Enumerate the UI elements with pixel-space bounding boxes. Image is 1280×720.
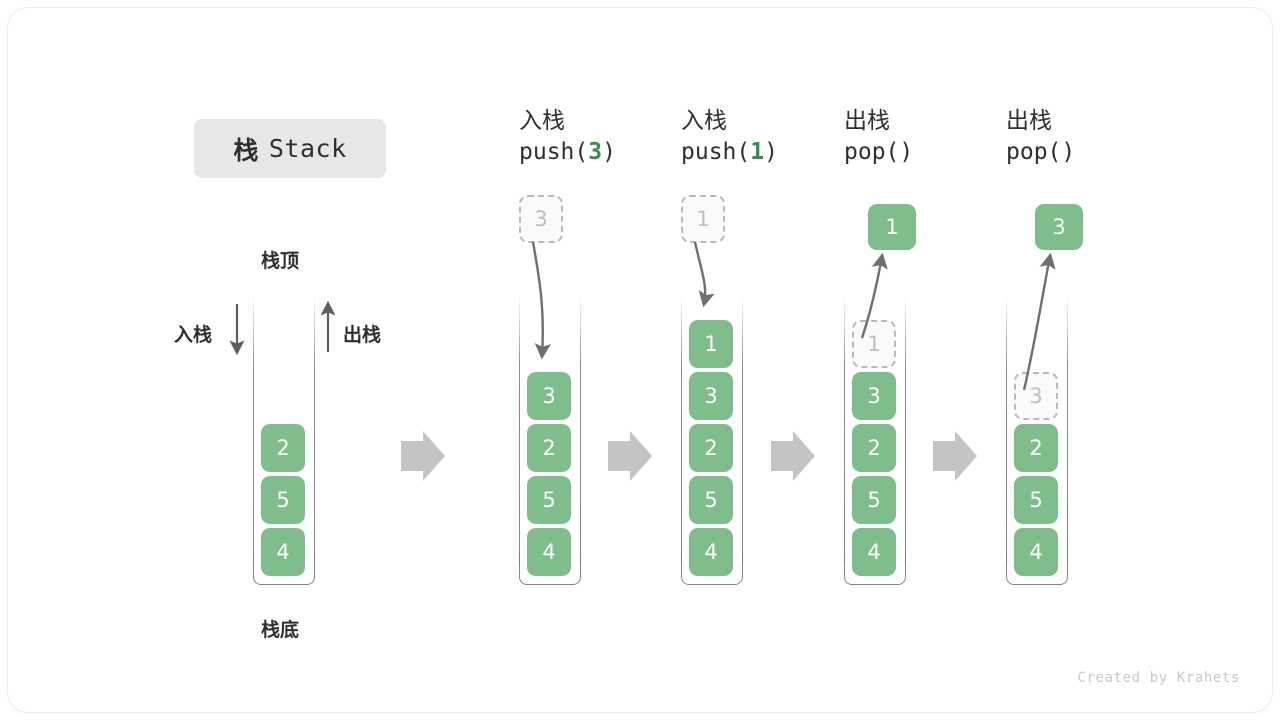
tube-wall-left: [253, 296, 254, 564]
stack-element: 4: [527, 528, 571, 576]
tube-wall-left: [519, 296, 520, 564]
code-arg: 1: [750, 139, 765, 165]
code-arg: 3: [588, 139, 603, 165]
code-suffix: ): [764, 139, 778, 165]
tube-wall-right: [742, 296, 743, 564]
title-cjk: 栈: [233, 135, 259, 165]
transition-arrow: [401, 431, 445, 481]
removed-ghost-element: 3: [1014, 372, 1058, 420]
pop-direction-label: 出栈: [343, 324, 382, 346]
stage-caption-push-3: 入栈 push(3): [519, 106, 616, 168]
stack-tube-initial: [253, 296, 315, 586]
stage-caption-cjk: 入栈: [519, 108, 565, 134]
title-latin: Stack: [268, 134, 347, 163]
popped-result-element: 3: [1035, 204, 1083, 250]
tube-wall-right: [905, 296, 906, 564]
stage-caption-pop-3: 出栈 pop(): [1006, 106, 1075, 168]
code-suffix: ): [899, 139, 914, 165]
stage-caption-code: push(3): [519, 136, 616, 168]
tube-bottom: [519, 554, 581, 585]
transition-arrow: [608, 431, 652, 481]
incoming-ghost-element: 1: [681, 195, 725, 243]
stack-bottom-label: 栈底: [261, 619, 300, 641]
tube-wall-right: [314, 296, 315, 564]
tube-wall-left: [844, 296, 845, 564]
code-prefix: pop(: [1006, 139, 1062, 165]
push-direction-label: 入栈: [174, 324, 213, 346]
tube-bottom: [1006, 554, 1068, 585]
stack-element: 2: [261, 424, 305, 472]
stage-caption-pop-1: 出栈 pop(): [844, 106, 913, 168]
stack-tube-pop-1: [844, 296, 906, 586]
tube-wall-right: [1067, 296, 1068, 564]
stage-caption-cjk: 出栈: [844, 108, 890, 134]
stack-element: 5: [852, 476, 896, 524]
code-prefix: push(: [519, 139, 589, 165]
stack-element: 4: [689, 528, 733, 576]
stack-tube-push-1: [681, 296, 743, 586]
stack-element: 5: [261, 476, 305, 524]
diagram-card: 栈 Stack 栈顶 栈底 入栈 出栈 入栈 push(3) 入栈 push(1…: [8, 8, 1272, 712]
incoming-ghost-element: 3: [519, 195, 563, 243]
stack-element: 5: [689, 476, 733, 524]
stack-tube-push-3: [519, 296, 581, 586]
stack-element: 3: [689, 372, 733, 420]
code-suffix: ): [1061, 139, 1076, 165]
stack-element: 2: [527, 424, 571, 472]
title-badge: 栈 Stack: [194, 119, 386, 178]
code-prefix: pop(: [844, 139, 900, 165]
tube-bottom: [253, 554, 315, 585]
arrows-overlay: [229, 241, 1056, 481]
stage-caption-code: push(1): [681, 136, 778, 168]
tube-wall-right: [580, 296, 581, 564]
stage-caption-push-1: 入栈 push(1): [681, 106, 778, 168]
stage-caption-cjk: 入栈: [681, 108, 727, 134]
stack-element: 3: [852, 372, 896, 420]
stage-caption-code: pop(): [844, 136, 913, 168]
tube-bottom: [681, 554, 743, 585]
footer-credit: Created by Krahets: [1077, 670, 1240, 686]
transition-arrow: [933, 431, 977, 481]
stack-element: 2: [852, 424, 896, 472]
stack-element: 2: [689, 424, 733, 472]
popped-result-element: 1: [868, 204, 916, 250]
code-suffix: ): [602, 139, 616, 165]
stage-caption-cjk: 出栈: [1006, 108, 1052, 134]
stack-element: 4: [261, 528, 305, 576]
removed-ghost-element: 1: [852, 320, 896, 368]
stack-element: 1: [689, 320, 733, 368]
stack-element: 5: [527, 476, 571, 524]
stack-element: 4: [852, 528, 896, 576]
tube-wall-left: [1006, 296, 1007, 564]
stage-caption-code: pop(): [1006, 136, 1075, 168]
push-1-flow-arrow: [693, 241, 715, 308]
stack-element: 4: [1014, 528, 1058, 576]
stack-element: 5: [1014, 476, 1058, 524]
code-prefix: push(: [681, 139, 751, 165]
tube-wall-left: [681, 296, 682, 564]
transition-arrow: [771, 431, 815, 481]
stack-top-label: 栈顶: [261, 250, 300, 272]
stack-element: 2: [1014, 424, 1058, 472]
stack-element: 3: [527, 372, 571, 420]
tube-bottom: [844, 554, 906, 585]
stack-tube-pop-3: [1006, 296, 1068, 586]
